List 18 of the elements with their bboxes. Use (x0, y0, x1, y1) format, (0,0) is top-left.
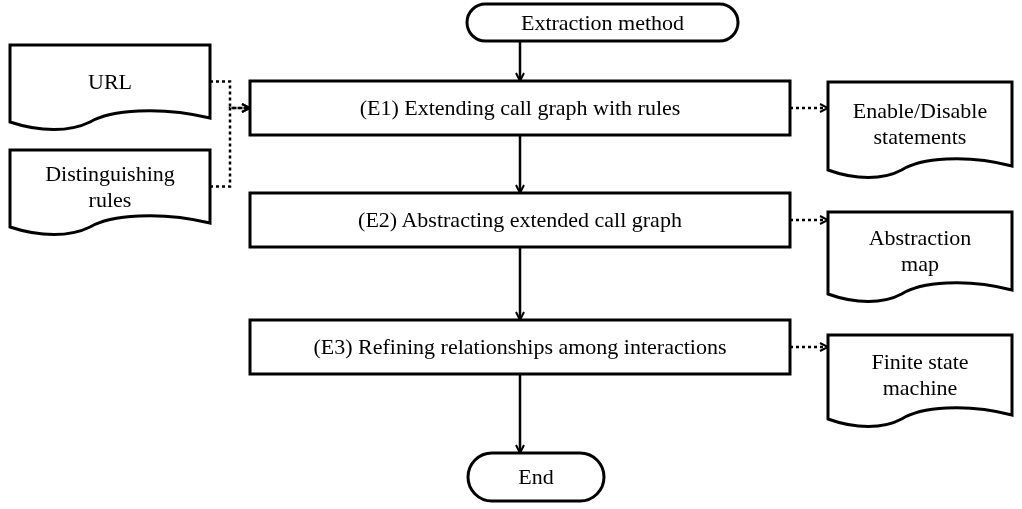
document-label: Abstraction map (867, 225, 973, 277)
arrow (515, 374, 525, 454)
dotted-arrow (210, 103, 251, 188)
document-label: Finite state machine (870, 349, 970, 401)
arrow (515, 247, 525, 321)
document-label: Distinguishing rules (44, 160, 176, 213)
terminator-label: End (518, 464, 554, 490)
document-label: Enable/Disable statements (851, 98, 989, 150)
document-label: URL (88, 68, 132, 95)
terminator-label: Extraction method (520, 9, 685, 36)
process-label: (E2) Abstracting extended call graph (358, 207, 682, 233)
dotted-arrow (790, 103, 829, 113)
dotted-arrow (790, 342, 829, 352)
dotted-arrow (790, 215, 829, 225)
process-label: (E3) Refining relationships among interactions (313, 334, 727, 360)
arrow (515, 41, 525, 82)
process-label: (E1) Extending call graph with rules (359, 95, 681, 121)
arrow (515, 135, 525, 194)
